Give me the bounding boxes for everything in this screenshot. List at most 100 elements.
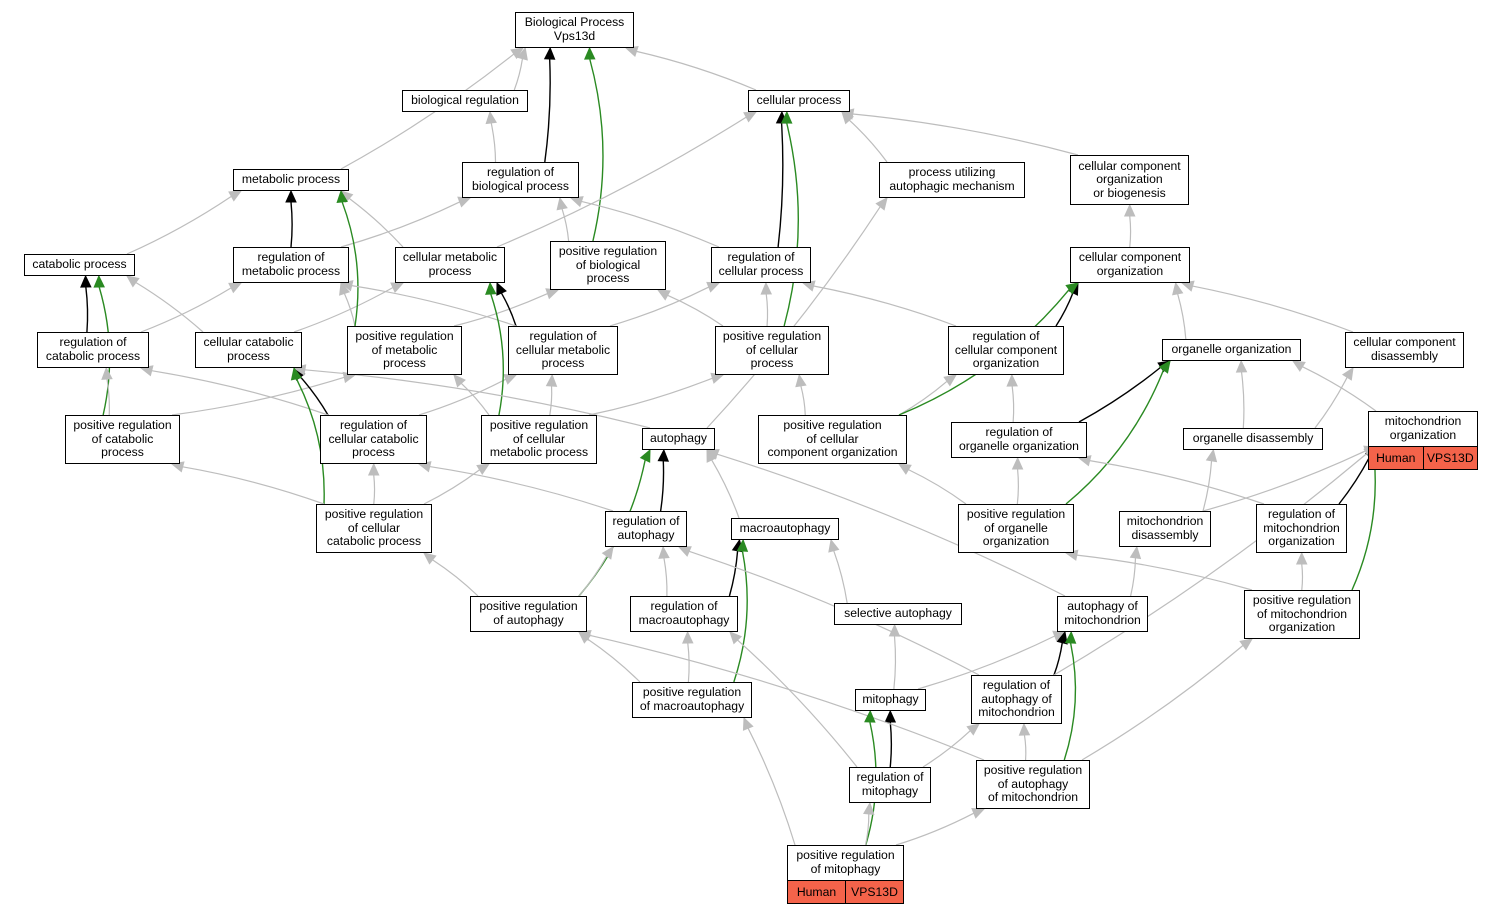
arrowhead-posregcatab-to-catab [93,274,105,288]
node-autophagy[interactable]: autophagy [642,428,715,450]
node-cellular-component-organization[interactable]: cellular component organization [1070,247,1190,283]
node-cellular-metabolic-process[interactable]: cellular metabolic process [395,247,505,283]
node-organelle-organization[interactable]: organelle organization [1162,339,1301,361]
node-cellular-process[interactable]: cellular process [748,90,850,112]
arrowhead-regcell-to-regbio [569,196,584,208]
edge-regcell-to-cellproc [777,122,784,248]
node-positive-regulation-of-cellular-process[interactable]: positive regulation of cellular process [715,326,829,375]
arrowhead-regcatab-to-regmetab [228,282,243,294]
arrowhead-autophagy-to-autmech [875,197,888,211]
edge-cellmetab-to-cellproc [496,116,747,248]
edge-posregcell-to-cellproc [783,122,799,327]
node-positive-regulation-of-macroautophagy[interactable]: positive regulation of macroautophagy [632,682,752,718]
arrowhead-mitodis-to-orgdis [1205,448,1218,463]
node-positive-regulation-of-autophagy[interactable]: positive regulation of autophagy [470,596,587,632]
arrowhead-regbio-to-bioreg [485,110,497,125]
node-biological-regulation[interactable]: biological regulation [402,90,528,112]
arrowhead-posregaut-to-regaut [601,546,614,560]
edge-regccorg-to-regcell [813,285,957,327]
arrowhead-posregccorg-to-ccorg [1065,282,1079,295]
arrowhead-posregorgorg-to-posregccorg [897,463,912,475]
edge-ccdis-to-ccorg [1192,285,1354,333]
edge-mitophagy-to-autmito [917,635,1056,690]
edge-posregmetab-to-metab [341,201,359,327]
node-regulation-of-mitophagy[interactable]: regulation of mitophagy [849,767,931,803]
edge-regccorg-to-ccorg [1055,292,1074,327]
node-positive-regulation-of-autophagy-of-mitochondrion[interactable]: positive regulation of autophagy of mito… [976,760,1090,809]
arrowhead-posregmitophagy-to-mitophagy [864,709,876,723]
edge-regautmito-to-mitoorg [1053,452,1368,676]
edge-posregmitoorg-to-regmitoorg [1301,563,1304,591]
edge-autophagy-to-autmech [706,206,881,429]
node-mitochondrion-organization[interactable]: mitochondrion organization [1368,411,1478,447]
arrowhead-orgdis-to-ccdis [1341,366,1354,381]
edge-posregcellmetab-to-regcellmetab [549,385,553,416]
edge-posregcell-to-regcell [765,293,769,327]
node-regulation-of-autophagy[interactable]: regulation of autophagy [605,511,687,547]
edge-regcell-to-regbio [581,200,720,248]
node-positive-regulation-of-cellular-metabolic-process[interactable]: positive regulation of cellular metaboli… [481,415,597,464]
edge-posregmitophagy-to-posregmacroaut [747,727,796,846]
node-mitophagy[interactable]: mitophagy [855,689,926,711]
node-positive-regulation-of-mitophagy[interactable]: positive regulation of mitophagy [787,845,904,881]
edge-autmito-to-mitodis [1130,557,1137,597]
edge-catab-to-metab [126,195,232,255]
arrowhead-posregautmito-to-posregmitoorg [1239,638,1253,651]
node-regulation-of-organelle-organization[interactable]: regulation of organelle organization [951,422,1087,458]
edge-posregcellcatab-to-cellcatab [295,378,325,505]
node-regulation-of-biological-process[interactable]: regulation of biological process [462,162,579,198]
node-positive-regulation-of-mitochondrion-organization[interactable]: positive regulation of mitochondrion org… [1244,590,1360,639]
edge-posregmacroaut-to-regmacroaut [687,642,690,683]
node-positive-regulation-of-cellular-catabolic-process[interactable]: positive regulation of cellular cataboli… [316,504,432,553]
node-positive-regulation-of-cellular-component-organization[interactable]: positive regulation of cellular componen… [758,415,907,464]
node-process-utilizing-autophagic-mechanism[interactable]: process utilizing autophagic mechanism [879,162,1025,198]
edge-posregcellmetab-to-cellmetab [490,293,504,416]
arrowhead-posregaut-to-autophagy [639,448,651,463]
arrowhead-mitoorg-to-orgorg [1291,360,1306,372]
edge-posregcellmetab-to-posregmetab [460,382,490,416]
arrowhead-posregcell-to-regcell [760,281,773,295]
node-metabolic-process[interactable]: metabolic process [233,169,349,191]
node-positive-regulation-of-metabolic-process[interactable]: positive regulation of metabolic process [347,326,462,375]
edge-posregccorg-to-posregcell [800,385,806,416]
arrowhead-posregccorg-to-regccorg [943,374,957,387]
edge-posregmitoorg-to-mitoorg [1351,457,1376,591]
edge-regaut-to-regcellcatab [429,465,614,512]
arrowhead-orgdis-to-orgorg [1235,359,1248,373]
node-positive-regulation-of-organelle-organization[interactable]: positive regulation of organelle organiz… [958,504,1074,553]
node-biological-process-root[interactable]: Biological Process Vps13d [515,12,634,48]
node-regulation-of-cellular-component-organization[interactable]: regulation of cellular component organiz… [948,326,1064,375]
node-cellular-catabolic-process[interactable]: cellular catabolic process [195,332,302,368]
node-regulation-of-catabolic-process[interactable]: regulation of catabolic process [37,332,149,368]
node-regulation-of-autophagy-of-mitochondrion[interactable]: regulation of autophagy of mitochondrion [971,675,1062,724]
node-selective-autophagy[interactable]: selective autophagy [834,603,962,625]
node-regulation-of-metabolic-process[interactable]: regulation of metabolic process [233,247,349,283]
arrowhead-posregautmito-to-regautmito [1018,722,1031,736]
node-regulation-of-mitochondrion-organization[interactable]: regulation of mitochondrion organization [1256,504,1347,553]
edge-regcellcatab-to-cellcatab [299,376,329,416]
node-mitochondrion-disassembly[interactable]: mitochondrion disassembly [1119,511,1211,547]
node-regulation-of-macroautophagy[interactable]: regulation of macroautophagy [630,596,738,632]
node-cellular-component-disassembly[interactable]: cellular component disassembly [1345,332,1464,368]
node-positive-regulation-of-biological-process[interactable]: positive regulation of biological proces… [550,241,666,290]
node-macroautophagy[interactable]: macroautophagy [731,518,839,540]
node-regulation-of-cellular-metabolic-process[interactable]: regulation of cellular metabolic process [508,326,618,375]
node-organelle-disassembly[interactable]: organelle disassembly [1183,428,1323,450]
node-autophagy-of-mitochondrion[interactable]: autophagy of mitochondrion [1057,596,1148,632]
edge-regcellmetab-to-regmetab [351,285,517,327]
edge-regorgorg-to-orgorg [1078,366,1162,423]
node-regulation-of-cellular-catabolic-process[interactable]: regulation of cellular catabolic process [320,415,427,464]
arrowhead-posregcell-to-cellproc [780,110,793,124]
node-cellular-component-organization-or-biogenesis[interactable]: cellular component organization or bioge… [1070,155,1189,205]
arrowhead-ccorg-to-ccob [1123,203,1136,217]
edge-regcellmetab-to-regcell [609,286,710,327]
node-catabolic-process[interactable]: catabolic process [24,254,135,276]
node-positive-regulation-of-catabolic-process[interactable]: positive regulation of catabolic process [65,415,180,464]
edge-ccorg-to-ccob [1129,215,1132,248]
edge-posregorgorg-to-regorgorg [1016,468,1019,505]
arrowhead-regcellmetab-to-regcell [706,281,721,293]
edge-posregorgorg-to-orgorg [1065,369,1165,505]
node-regulation-of-cellular-process[interactable]: regulation of cellular process [711,247,811,283]
edge-posregcatab-to-regcatab [106,378,110,416]
edge-posregcellmetab-to-posregcell [588,377,713,416]
